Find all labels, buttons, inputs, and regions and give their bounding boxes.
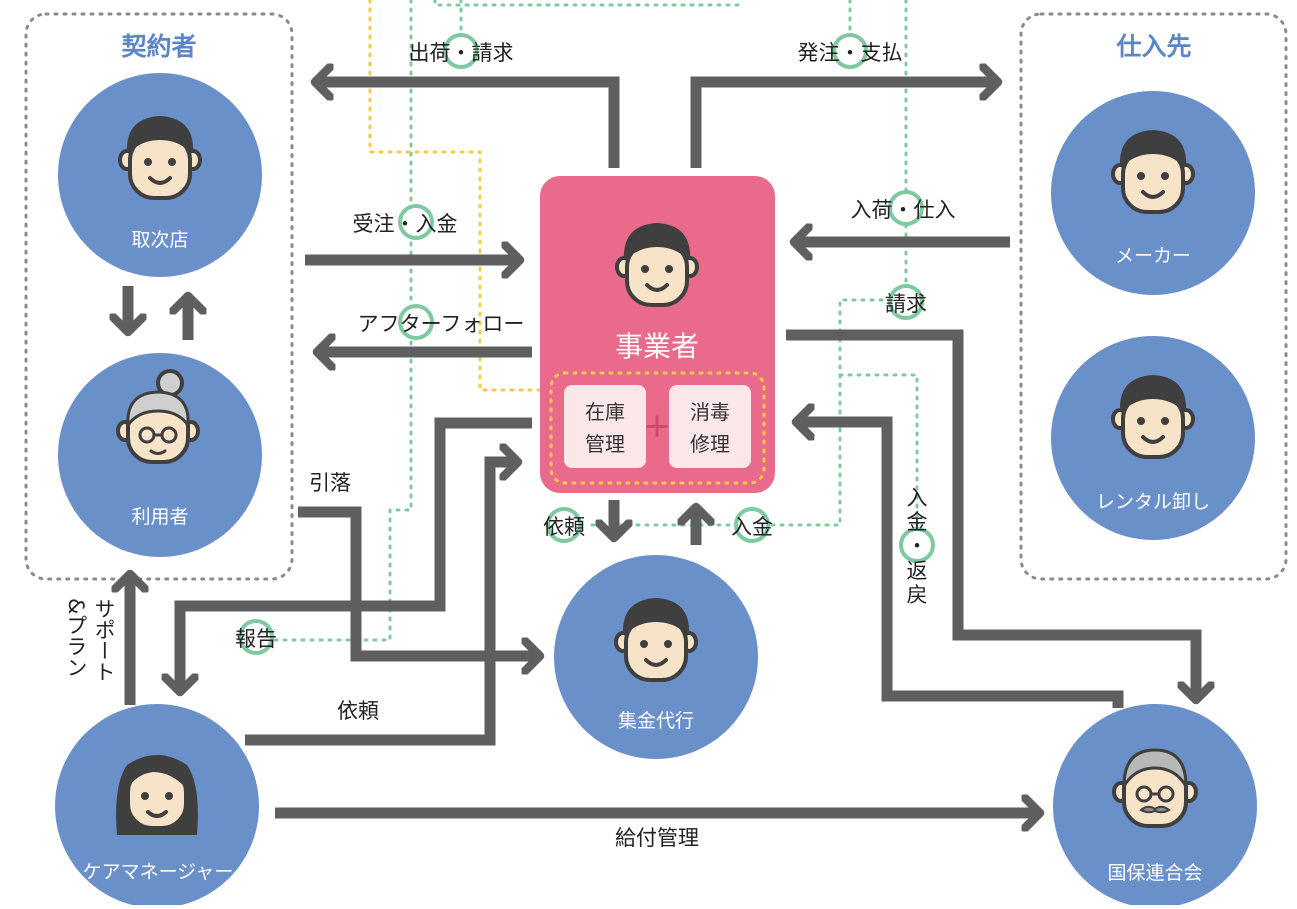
arrival-purchase-label: 入荷・仕入 (851, 198, 956, 222)
arrow-debit (298, 506, 540, 656)
contractors-group-box (24, 12, 294, 581)
refund-label-4: 返 (907, 559, 928, 583)
invoice-label: 請求 (885, 292, 927, 316)
refund-label-2: 金 (907, 510, 928, 534)
agency-label: 取次店 (131, 229, 188, 251)
ship-bill-label: 出荷・請求 (409, 41, 514, 65)
order-receive-label: 受注・入金 (353, 212, 458, 236)
collection-label: 集金代行 (618, 710, 694, 732)
business-label: 事業者 (615, 330, 699, 363)
after-follow-label: アフターフォロー (358, 312, 525, 336)
maker-label: メーカー (1115, 245, 1191, 267)
care-manager-face (114, 753, 200, 837)
label-circles (238, 33, 935, 655)
arrow-refund (796, 422, 1124, 708)
support-label-1: サポート (92, 598, 116, 682)
inventory-label-1: 在庫 (585, 400, 625, 424)
plus-sign: + (643, 406, 672, 446)
contractors-title: 契約者 (121, 32, 196, 61)
suppliers-group-box (1019, 12, 1288, 581)
task-dotted-frame (549, 371, 766, 485)
benefit-label: 給付管理 (615, 826, 699, 850)
support-label-2: &プラン (64, 598, 88, 677)
deposit-label: 入金 (731, 515, 773, 539)
care-manager-label: ケアマネージャー (83, 861, 234, 883)
rental-wholesale-label: レンタル卸し (1096, 491, 1210, 513)
report-label: 報告 (235, 627, 277, 651)
suppliers-title: 仕入先 (1115, 32, 1191, 61)
inventory-task-box (564, 385, 646, 468)
refund-label-5: 戻 (907, 583, 928, 607)
arrow-business-to-caremanager (180, 417, 532, 692)
arrow-order-pay (690, 82, 998, 168)
order-pay-label: 発注・支払 (798, 41, 903, 65)
disinfect-label-1: 消毒 (690, 400, 730, 424)
refund-label-1: 入 (907, 486, 928, 510)
user-label: 利用者 (131, 506, 188, 528)
disinfect-label-2: 修理 (690, 432, 730, 456)
refund-label-3: ・ (907, 534, 928, 558)
kokuho-label: 国保連合会 (1107, 862, 1202, 884)
inventory-label-2: 管理 (585, 432, 625, 456)
inventory-dotted-line (368, 0, 547, 392)
arrow-invoice-kokuho (786, 329, 1196, 700)
debit-label: 引落 (309, 471, 351, 495)
disinfect-task-box (669, 385, 751, 468)
arrow-request-to-business (245, 462, 518, 746)
request-care-label: 依頼 (337, 699, 379, 723)
flow-arrows (128, 82, 1196, 813)
request-collect-label: 依頼 (543, 515, 585, 539)
arrow-ship-bill (315, 82, 620, 168)
